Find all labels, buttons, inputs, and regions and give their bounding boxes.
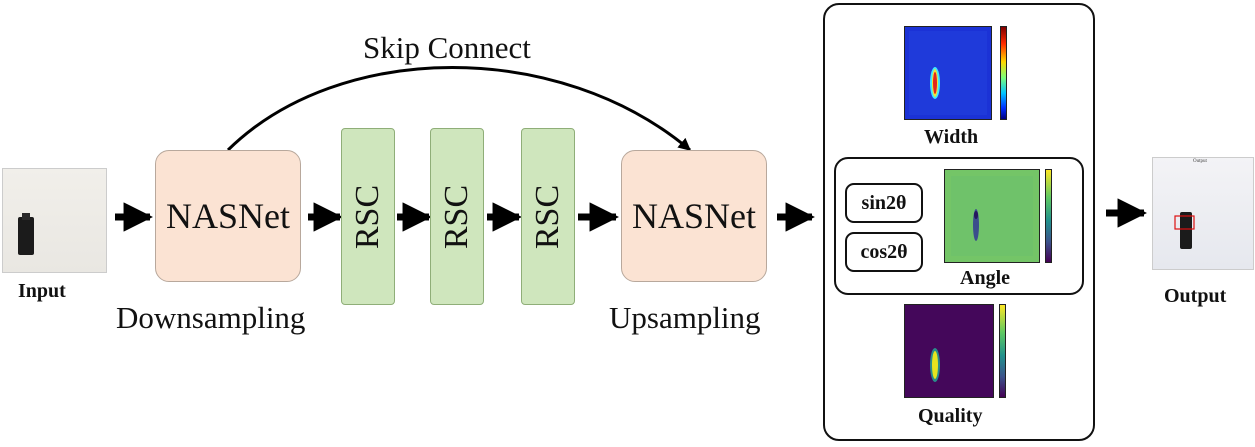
heads-panel: [823, 3, 1095, 441]
skip-connect-arrow: [226, 66, 691, 152]
cos2theta-box: cos2θ: [845, 232, 923, 272]
encoder-nasnet-block: NASNet: [155, 150, 301, 282]
quality-heatmap-graphic: [905, 305, 993, 397]
output-tiny-header: Output: [1193, 159, 1207, 164]
width-heatmap-graphic: [905, 27, 991, 119]
width-heatmap: [904, 26, 992, 120]
rsc-block-3-label: RSC: [529, 184, 567, 249]
rsc-block-2-label: RSC: [438, 184, 476, 249]
output-object-graphic: [1174, 212, 1195, 249]
rsc-block-1: RSC: [341, 128, 395, 305]
input-image: [2, 168, 107, 273]
angle-heatmap-graphic: [945, 170, 1039, 262]
angle-panel: [834, 157, 1084, 295]
output-image: Output: [1152, 157, 1254, 270]
width-label: Width: [924, 126, 979, 148]
input-object-graphic: [18, 213, 34, 255]
decoder-nasnet-label: NASNet: [632, 196, 756, 236]
sin2theta-box: sin2θ: [845, 183, 923, 223]
quality-heatmap: [904, 304, 994, 398]
angle-heatmap: [944, 169, 1040, 263]
downsampling-label: Downsampling: [116, 300, 306, 335]
angle-colorbar: [1045, 169, 1052, 263]
input-label: Input: [18, 280, 66, 302]
quality-label: Quality: [918, 405, 983, 427]
rsc-block-1-label: RSC: [349, 184, 387, 249]
rsc-block-2: RSC: [430, 128, 484, 305]
quality-colorbar: [999, 304, 1006, 398]
width-colorbar: [1000, 26, 1007, 120]
upsampling-label: Upsampling: [609, 300, 761, 335]
output-label: Output: [1164, 285, 1227, 307]
angle-label: Angle: [960, 267, 1010, 289]
decoder-nasnet-block: NASNet: [621, 150, 767, 282]
skip-connect-label: Skip Connect: [363, 30, 531, 65]
rsc-block-3: RSC: [521, 128, 575, 305]
encoder-nasnet-label: NASNet: [166, 196, 290, 236]
